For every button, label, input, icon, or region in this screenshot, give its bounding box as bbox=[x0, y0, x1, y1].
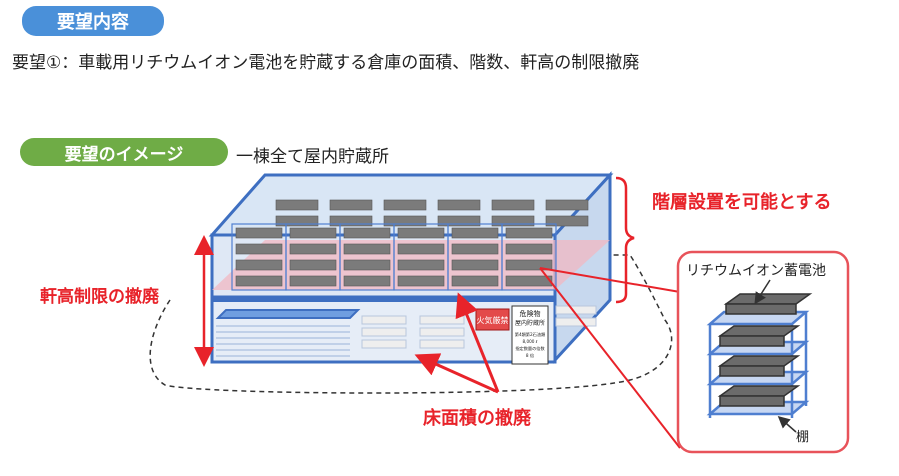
floors-label: 階層設置を可能とする bbox=[652, 191, 831, 213]
eaves-label: 軒高制限の撤廃 bbox=[40, 286, 160, 307]
zoom-line-top bbox=[539, 267, 681, 293]
footprint-dashed-outline bbox=[149, 254, 673, 394]
upper-shelves bbox=[231, 199, 589, 291]
floor-area-arrow-2 bbox=[455, 292, 500, 393]
hazard-line-3: 指定数量の倍数 bbox=[515, 345, 545, 352]
section-title-pill: 要望内容 bbox=[22, 6, 164, 36]
image-subtitle: 一棟全て屋内貯蔵所 bbox=[236, 147, 389, 167]
hazard-sign: 危険物 屋内貯蔵所 第4類第2石油類 8,000 ℓ 指定数量の倍数 8 倍 bbox=[511, 305, 549, 365]
hazard-title-1: 危険物 bbox=[520, 309, 541, 318]
floor-area-arrow-1 bbox=[414, 353, 499, 394]
hazard-line-1: 第4類第2石油類 bbox=[515, 331, 546, 338]
fire-sign: 火気厳禁 bbox=[475, 308, 510, 331]
fire-sign-text: 火気厳禁 bbox=[477, 315, 509, 325]
hazard-line-4: 8 倍 bbox=[526, 352, 534, 359]
lower-shelves bbox=[215, 305, 597, 357]
zoom-line-bottom bbox=[539, 267, 681, 449]
request-text: 要望①：車載用リチウムイオン電池を貯蔵する倉庫の面積、階数、軒高の制限撤廃 bbox=[12, 53, 640, 73]
shelf-label: 棚 bbox=[796, 430, 809, 445]
section-title: 要望内容 bbox=[57, 12, 129, 33]
hazard-title-2: 屋内貯蔵所 bbox=[515, 319, 545, 327]
hazard-line-2: 8,000 ℓ bbox=[522, 339, 537, 344]
battery-pointer bbox=[754, 279, 771, 305]
battery-label: リチウムイオン蓄電池 bbox=[686, 263, 826, 279]
image-section-pill: 要望のイメージ bbox=[20, 138, 228, 166]
image-section-title: 要望のイメージ bbox=[64, 144, 184, 165]
floors-brace bbox=[615, 176, 635, 304]
detail-shelf bbox=[706, 293, 813, 418]
shelf-pointer bbox=[777, 416, 797, 433]
floor-area-label: 床面積の撤廃 bbox=[423, 407, 532, 429]
